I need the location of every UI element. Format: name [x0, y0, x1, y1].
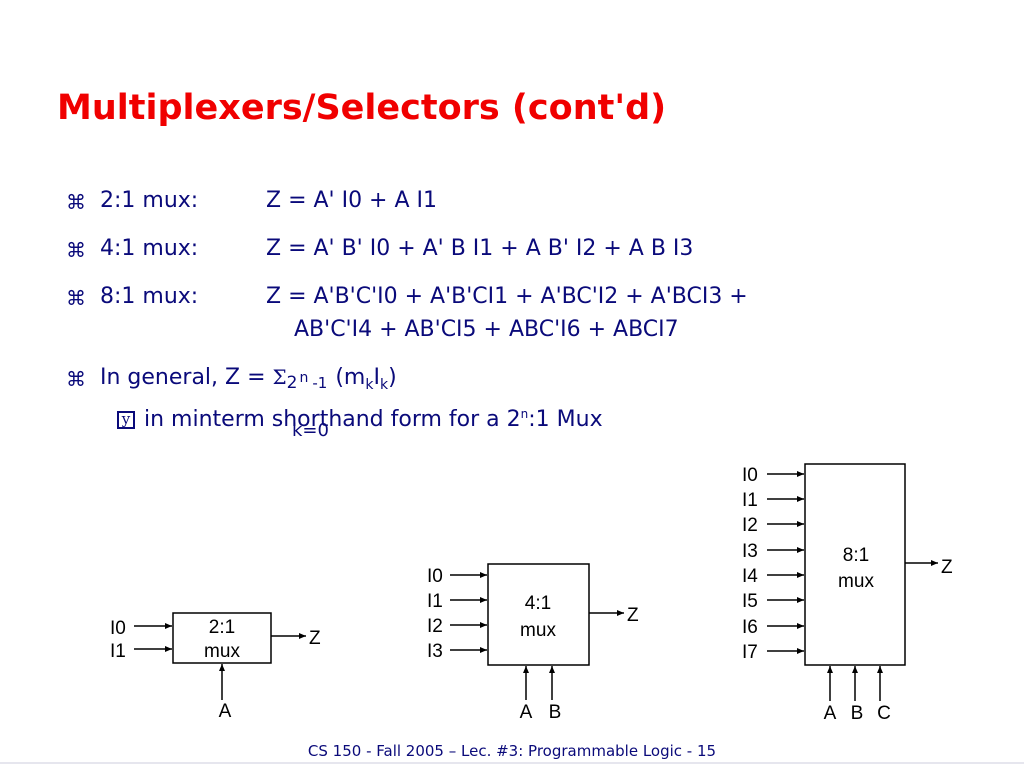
- mux2-input-label: I1: [110, 641, 126, 662]
- item-equation: Z = A' I0 + A I1: [266, 188, 438, 213]
- item-equation: Z = A' B' I0 + A' B I1 + A B' I2 + A B I…: [266, 236, 694, 261]
- mux2-select-label: A: [219, 701, 232, 722]
- command-bullet-icon: ⌘: [66, 367, 86, 391]
- mux4-input-label: I3: [427, 641, 443, 662]
- footer-divider: [0, 762, 1024, 764]
- mux2-type-label: mux: [204, 641, 240, 662]
- item-equation-continued: AB'C'I4 + AB'CI5 + ABC'I6 + ABCI7: [294, 317, 679, 342]
- mux8-input-label: I5: [742, 591, 758, 612]
- mux2-size-label: 2:1: [209, 617, 235, 638]
- paren-open: (m: [335, 365, 366, 390]
- item-label: 4:1 mux:: [100, 236, 199, 261]
- sigma-symbol: Σ: [272, 365, 287, 389]
- paren-close: ): [388, 365, 397, 390]
- shorthand-text-a: in minterm shorthand form for a 2: [144, 407, 521, 432]
- sum-upper-exp: n: [299, 370, 309, 386]
- shorthand-sup: n: [520, 407, 529, 421]
- sum-lower-limit: k=0: [292, 420, 329, 441]
- mux8-input-label: I4: [742, 566, 758, 587]
- shorthand-text-b: :1 Mux: [528, 407, 603, 432]
- mux4-output-label: Z: [627, 605, 639, 626]
- item-label: 2:1 mux:: [100, 188, 199, 213]
- general-prefix: In general, Z =: [100, 365, 273, 390]
- m-subscript: k: [365, 377, 374, 393]
- mux2-input-label: I0: [110, 618, 126, 639]
- mux8-input-label: I1: [742, 490, 758, 511]
- item-equation: Z = A'B'C'I0 + A'B'CI1 + A'BC'I2 + A'BCI…: [266, 284, 748, 309]
- mux-4to1: 4:1 mux I0 I1 I2 I3 Z A B: [427, 563, 639, 723]
- mux8-select-label: C: [877, 703, 891, 724]
- mux4-size-label: 4:1: [525, 593, 551, 614]
- mux8-input-label: I7: [742, 642, 758, 663]
- mux-2to1: 2:1 mux I0 I1 Z A: [110, 612, 321, 722]
- shorthand-note: in minterm shorthand form for a 2n:1 Mux: [144, 407, 603, 432]
- mux8-select-label: B: [851, 703, 864, 724]
- mux8-body: [804, 463, 906, 666]
- mux4-input-label: I2: [427, 616, 443, 637]
- mux8-input-label: I3: [742, 541, 758, 562]
- mux2-body: [172, 612, 272, 664]
- slide-title: Multiplexers/Selectors (cont'd): [57, 88, 667, 128]
- mux-8to1: 8:1 mux I0 I1 I2 I3 I4 I5 I6 I7 Z A B C: [742, 463, 953, 724]
- mux8-type-label: mux: [838, 571, 874, 592]
- mux4-input-label: I0: [427, 566, 443, 587]
- mux8-size-label: 8:1: [843, 545, 869, 566]
- sub-bullet-icon: y: [117, 411, 135, 429]
- command-bullet-icon: ⌘: [66, 190, 86, 214]
- mux4-input-label: I1: [427, 591, 443, 612]
- mux8-input-label: I6: [742, 617, 758, 638]
- mux2-output-label: Z: [309, 628, 321, 649]
- mux8-select-label: A: [824, 703, 837, 724]
- mux4-select-label: B: [549, 702, 562, 723]
- i-letter: I: [373, 365, 380, 390]
- sum-upper-base: 2: [286, 373, 298, 393]
- mux4-select-label: A: [520, 702, 533, 723]
- sum-upper-minus: -1: [312, 374, 328, 392]
- i-subscript: k: [379, 377, 389, 393]
- command-bullet-icon: ⌘: [66, 286, 86, 310]
- mux8-output-label: Z: [941, 557, 953, 578]
- mux4-type-label: mux: [520, 620, 556, 641]
- mux8-input-label: I2: [742, 515, 758, 536]
- item-label: 8:1 mux:: [100, 284, 199, 309]
- slide-footer: CS 150 - Fall 2005 – Lec. #3: Programmab…: [307, 742, 717, 760]
- mux4-body: [487, 563, 590, 666]
- command-bullet-icon: ⌘: [66, 238, 86, 262]
- mux8-input-label: I0: [742, 465, 758, 486]
